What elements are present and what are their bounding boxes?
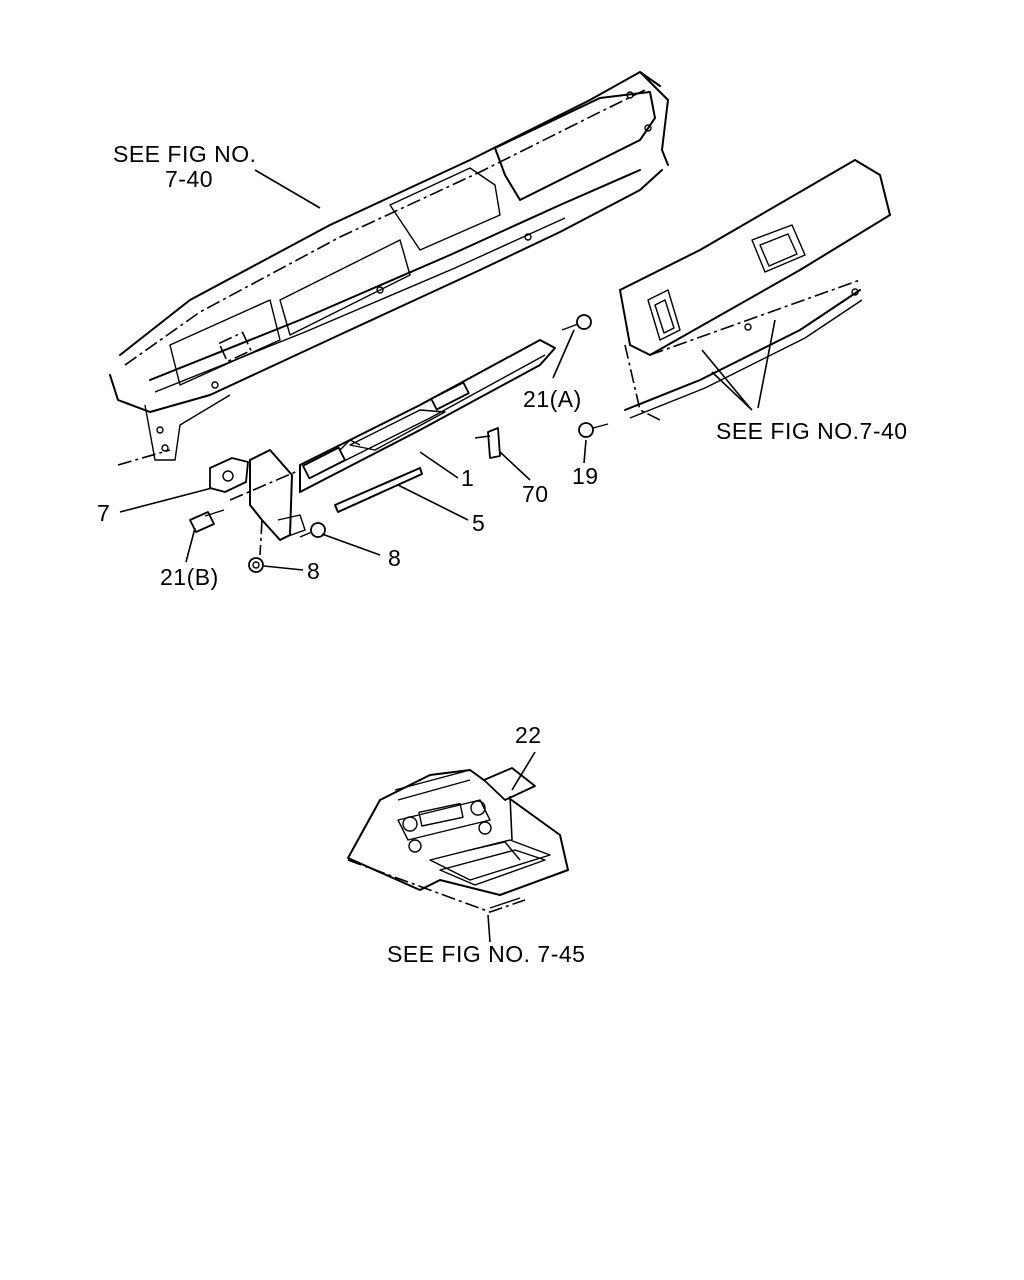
leader-see-fig-right-a (701, 349, 751, 409)
leader-8b (263, 565, 304, 571)
leader-5 (397, 484, 469, 521)
callout-19: 19 (572, 463, 599, 489)
lower-trim-panel (299, 339, 556, 493)
part-5-strip (334, 467, 423, 513)
leader-7 (119, 487, 213, 513)
leader-21a (552, 329, 575, 379)
leader-8a (321, 533, 381, 556)
leader-21b (185, 527, 196, 563)
callout-see-fig-bottom: SEE FIG NO. 7-45 (387, 941, 586, 967)
leader-lines (119, 169, 776, 943)
leader-see-fig-right-c (757, 319, 776, 409)
callout-see-fig-top-line2: 7-40 (165, 166, 214, 192)
callout-21a: 21(A) (523, 386, 582, 412)
center-console (347, 767, 569, 913)
dashboard-frame (109, 71, 669, 466)
callout-22: 22 (515, 722, 542, 748)
callout-see-fig-top-line1: SEE FIG NO. (113, 141, 257, 167)
callout-7: 7 (97, 500, 111, 526)
leader-1 (419, 451, 459, 479)
glove-box-lid (619, 159, 891, 421)
callout-5: 5 (472, 510, 486, 536)
leader-see-fig-bottom (487, 914, 491, 943)
callout-21b: 21(B) (160, 564, 219, 590)
leader-see-fig-right-b (711, 371, 753, 411)
side-bracket (229, 449, 306, 556)
leader-see-fig-top (254, 169, 321, 209)
callout-8a: 8 (388, 545, 402, 571)
fasteners (189, 314, 609, 573)
leader-22-drop (509, 795, 513, 841)
callout-70: 70 (522, 481, 549, 507)
callout-1: 1 (461, 465, 475, 491)
callout-see-fig-right: SEE FIG NO.7-40 (716, 418, 908, 444)
leader-70 (499, 451, 531, 481)
leader-19 (583, 439, 587, 464)
callout-8b: 8 (307, 558, 321, 584)
leader-22 (511, 751, 536, 791)
